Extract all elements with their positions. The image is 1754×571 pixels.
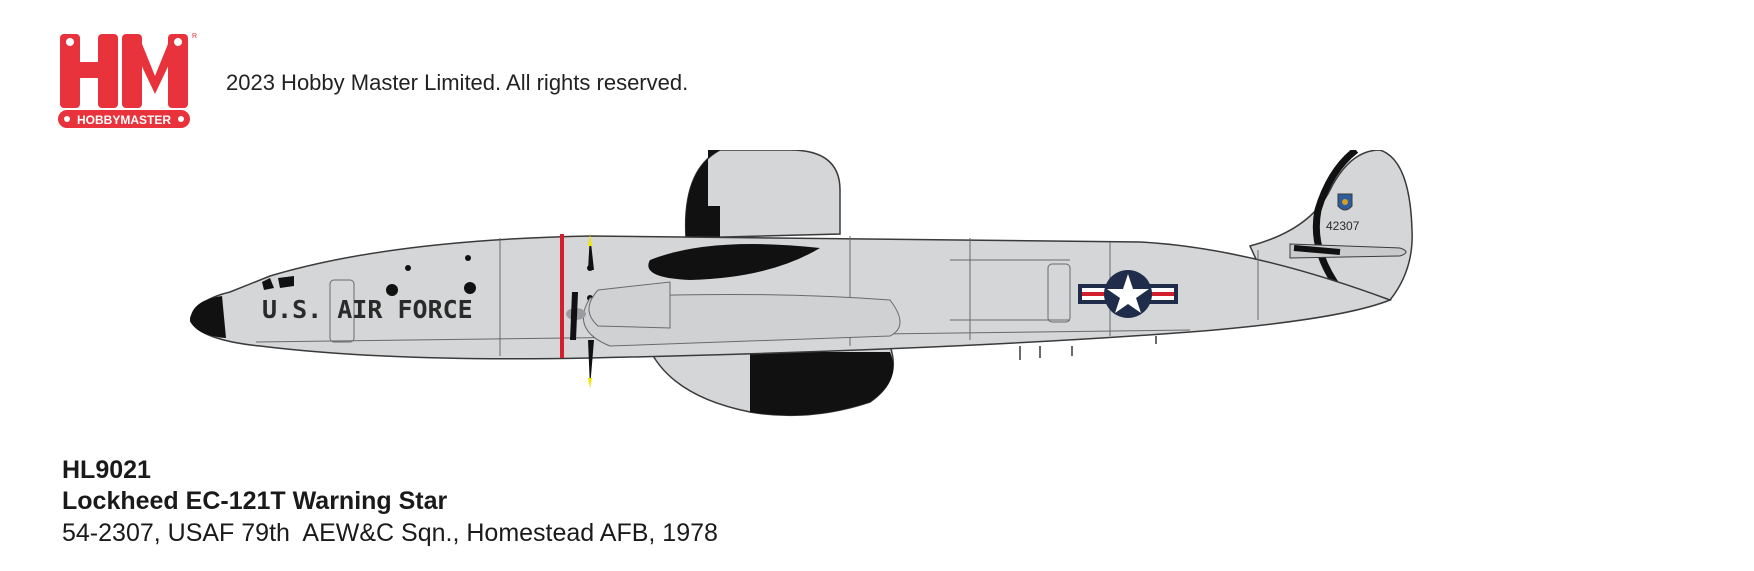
usaf-roundel <box>1078 270 1178 318</box>
ventral-radome-black <box>750 352 894 416</box>
dorsal-radome-black <box>685 150 720 238</box>
product-name: Lockheed EC-121T Warning Star <box>62 487 448 515</box>
copyright-text: 2023 Hobby Master Limited. All rights re… <box>226 70 689 95</box>
gear-stubs <box>1019 336 1157 360</box>
product-info: HL9021 Lockheed EC-121T Warning Star 54-… <box>62 455 718 549</box>
prop-warning-stripe <box>560 234 564 358</box>
engine-nacelle <box>588 281 671 329</box>
squadron-badge <box>1337 193 1353 211</box>
product-description: 54-2307, USAF 79th AEW&C Sqn., Homestead… <box>62 519 718 547</box>
dorsal-fairing <box>648 244 820 280</box>
product-code: HL9021 <box>62 456 151 484</box>
logo-subtext: HOBBYMASTER <box>77 113 171 127</box>
tail-fin-stripe <box>1312 150 1359 293</box>
cockpit-window <box>278 276 294 288</box>
aircraft-profile: U.S. AIR FORCE 42307 <box>190 150 1413 417</box>
fuselage-lettering: U.S. AIR FORCE <box>262 295 473 324</box>
propeller <box>566 234 594 388</box>
cockpit-window <box>262 278 274 290</box>
registered-mark: R <box>192 33 197 40</box>
hobbymaster-logo: HOBBYMASTER R <box>58 33 197 128</box>
nose-cone <box>190 296 226 338</box>
tail-number: 42307 <box>1326 219 1360 233</box>
tail-fin <box>1248 150 1413 301</box>
stabilizer-tip <box>1293 245 1341 255</box>
